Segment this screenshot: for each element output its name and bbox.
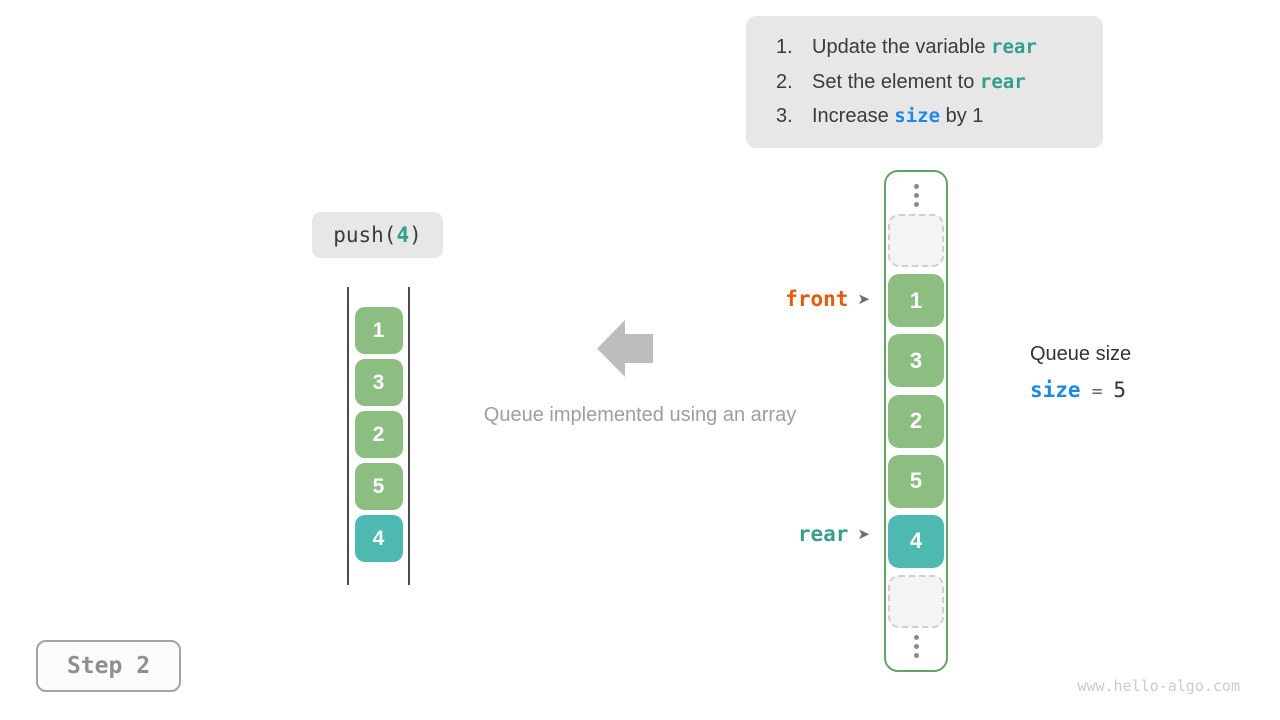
array-cell-empty [888, 574, 944, 628]
equals-sign: = [1091, 381, 1103, 402]
array-cell-rear: 4 [888, 514, 944, 568]
array-cell: 2 [888, 394, 944, 448]
ellipsis-dot [913, 193, 919, 198]
queue-array-main: 1 3 2 5 4 [884, 170, 948, 672]
left-arrow-icon [597, 320, 653, 377]
step-badge: Step 2 [36, 640, 181, 692]
queue-size-block: Queue size size = 5 [1030, 343, 1131, 402]
instruction-text: Increase size by 1 [812, 105, 984, 128]
instruction-text: Update the variable rear [812, 35, 1037, 58]
ellipsis-dot [913, 644, 919, 649]
array-cell: 5 [888, 454, 944, 508]
array-cell-empty [888, 214, 944, 268]
array-cell: 1 [354, 307, 403, 354]
instruction-line: 2. Set the element to rear [776, 71, 1093, 94]
watermark: www.hello-algo.com [1077, 677, 1240, 695]
code-token-rear: rear [991, 35, 1037, 58]
array-cell-front: 1 [888, 274, 944, 328]
instruction-line: 3. Increase size by 1 [776, 105, 1093, 128]
push-suffix: ) [409, 223, 422, 247]
array-cell: 2 [354, 411, 403, 458]
rear-pointer: rear ➤ [760, 521, 870, 547]
instruction-text: Set the element to rear [812, 70, 1026, 93]
instruction-number: 2. [776, 70, 793, 93]
instruction-line: 1. Update the variable rear [776, 36, 1093, 59]
size-value: 5 [1113, 378, 1127, 402]
rear-pointer-label: rear [797, 522, 849, 546]
ellipsis-dot [913, 653, 919, 658]
instruction-number: 1. [776, 35, 793, 58]
size-variable: size [1030, 378, 1081, 402]
front-pointer: front ➤ [760, 286, 870, 312]
instruction-number: 3. [776, 105, 793, 128]
code-token-rear: rear [979, 70, 1026, 93]
ellipsis-dot [913, 184, 919, 189]
front-pointer-label: front [785, 287, 849, 311]
array-cell: 3 [888, 334, 944, 388]
queue-size-title: Queue size [1030, 343, 1132, 365]
ellipsis-icon [913, 184, 919, 207]
queue-array-left: 1 3 2 5 4 [347, 287, 410, 585]
push-argument: 4 [396, 223, 410, 247]
ellipsis-dot [913, 635, 919, 640]
ellipsis-icon [913, 635, 919, 658]
push-prefix: push( [333, 223, 397, 247]
array-cell-highlighted: 4 [354, 515, 403, 562]
diagram-caption: Queue implemented using an array [483, 404, 797, 426]
pointer-arrow-icon: ➤ [857, 525, 870, 543]
array-cell: 3 [354, 359, 403, 406]
pointer-arrow-icon: ➤ [857, 290, 870, 308]
ellipsis-dot [913, 202, 919, 207]
code-token-size: size [894, 105, 941, 128]
queue-size-value-line: size = 5 [1030, 378, 1131, 402]
push-operation-badge: push(4) [312, 212, 443, 258]
instruction-box: 1. Update the variable rear 2. Set the e… [746, 16, 1103, 148]
array-cell: 5 [354, 463, 403, 510]
